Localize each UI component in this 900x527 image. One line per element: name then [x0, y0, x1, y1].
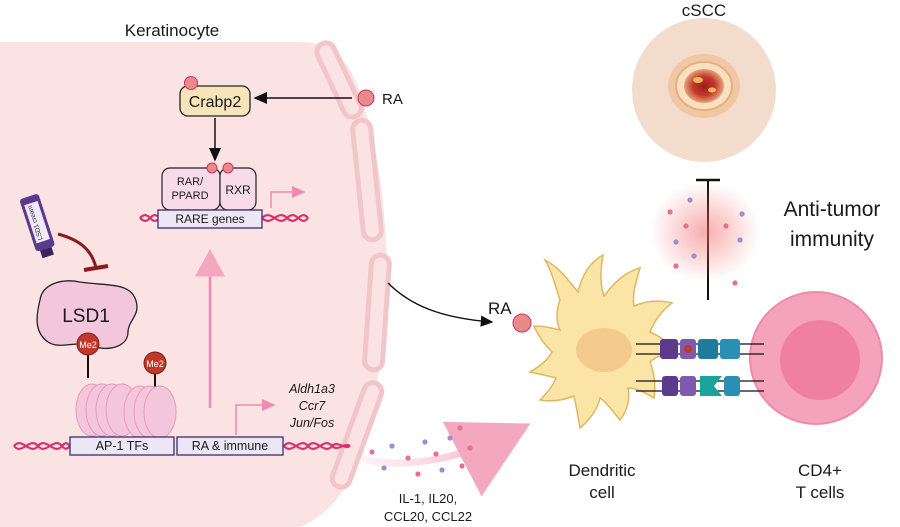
cytokines-label-1: IL-1, IL20,: [399, 491, 458, 506]
me2-mark-b: Me2: [143, 351, 167, 394]
ap1-label: AP-1 TFs: [96, 439, 149, 453]
rar-rxr-receptor: RAR/ PPARD RXR: [161, 162, 257, 211]
immunity-label-1: Anti-tumor: [784, 198, 881, 221]
ap1-box: [69, 436, 175, 456]
ra-label-dc: RA: [488, 299, 512, 318]
ra-immune-box: [176, 436, 284, 456]
dc-label-2: cell: [589, 483, 615, 502]
rare-genes-box: [157, 209, 263, 229]
cytokine-arrow: [357, 421, 531, 497]
me2-mark-a: Me2: [76, 332, 100, 378]
rar-label-2: PPARD: [171, 190, 208, 202]
genomic-dna: [13, 442, 351, 450]
immunity-dots: [667, 197, 745, 286]
lsd1-cream-tube: LSD1 cream: [19, 194, 55, 259]
ra-immune-label: RA & immune: [192, 439, 268, 453]
tcell-label-1: CD4+: [798, 461, 842, 480]
immunity-label-2: immunity: [790, 228, 875, 251]
target-gene-2: Ccr7: [299, 399, 326, 413]
ra-molecule-top: [357, 89, 375, 107]
lsd1-enzyme: LSD1: [36, 280, 138, 349]
rare-genes-label: RARE genes: [175, 212, 244, 226]
crabp2-protein: Crabp2: [179, 76, 251, 117]
cytokines-label-2: CCL20, CCL22: [384, 509, 472, 524]
cscc-label: cSCC: [682, 1, 726, 20]
cd4-t-cell: [749, 291, 883, 425]
rxr-label: RXR: [225, 183, 251, 197]
immune-transcription-arrow: [235, 399, 276, 435]
dc-label-1: Dendritic: [568, 461, 636, 480]
immunity-glow: [650, 182, 760, 282]
rare-transcription-arrow: [270, 186, 306, 208]
target-gene-list: Aldh1a3 Ccr7 Jun/Fos: [288, 382, 335, 430]
keratinocyte-label: Keratinocyte: [125, 21, 220, 40]
inhibition-line: [57, 232, 98, 269]
dendritic-cell: [527, 253, 678, 430]
ra-export-arrow: [387, 282, 494, 327]
tcell-label-2: T cells: [796, 483, 845, 502]
lsd1-label: LSD1: [62, 306, 110, 327]
ra-label-top: RA: [382, 91, 403, 108]
target-gene-3: Jun/Fos: [289, 416, 334, 430]
immune-synapse: [636, 339, 764, 396]
rar-label-1: RAR/: [177, 176, 204, 188]
crabp2-label: Crabp2: [189, 94, 242, 111]
me2-label-a: Me2: [79, 340, 97, 350]
inhibition-bar: [83, 264, 109, 272]
nucleosome-b: [123, 385, 177, 439]
target-gene-1: Aldh1a3: [288, 382, 335, 396]
me2-label-b: Me2: [146, 359, 164, 369]
cytokine-dots: [369, 425, 473, 477]
cscc-tumor: [632, 18, 776, 162]
ra-molecule-dc: [512, 313, 532, 333]
